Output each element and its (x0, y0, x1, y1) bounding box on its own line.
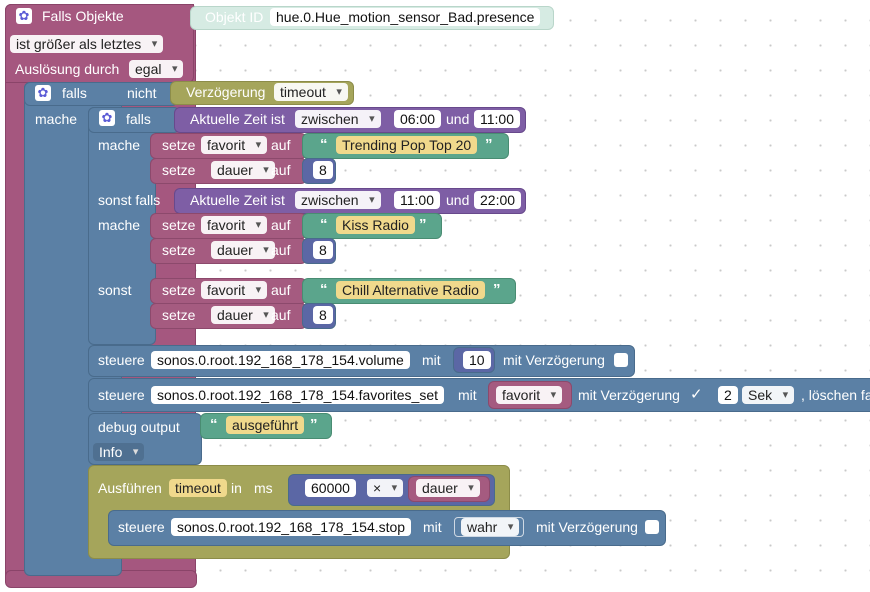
quote-open-icon: “ (320, 216, 328, 233)
inner-if-block[interactable] (88, 107, 156, 345)
verzoegerung-dropdown[interactable]: timeout (274, 83, 348, 101)
delay-checkbox[interactable] (645, 520, 659, 534)
var-dropdown[interactable]: favorit (201, 136, 268, 154)
time-label-2: Aktuelle Zeit ist (190, 192, 285, 208)
quote-open-icon: “ (320, 136, 328, 153)
text-value[interactable]: Kiss Radio (336, 216, 415, 234)
condition-dropdown[interactable]: ist größer als letztes (10, 35, 164, 53)
math-number[interactable]: 60000 (305, 479, 356, 497)
ms-label: ms (254, 480, 273, 496)
sonst-label: sonst (98, 282, 132, 298)
check-icon[interactable]: ✓ (690, 386, 703, 403)
quote-close-icon: ” (485, 136, 493, 153)
mache-label-1: mache (98, 137, 141, 153)
debug-level-dropdown[interactable]: Info (93, 443, 145, 461)
var-dropdown[interactable]: dauer (211, 161, 275, 179)
number-value[interactable]: 8 (313, 306, 333, 324)
setze-label: setze (162, 217, 196, 233)
mit-label: mit (458, 387, 477, 403)
timeout-var[interactable]: timeout (169, 479, 227, 497)
object-id-field[interactable]: hue.0.Hue_motion_sensor_Bad.presence (270, 8, 541, 26)
text-value[interactable]: Trending Pop Top 20 (336, 136, 478, 154)
delay-checkbox[interactable] (614, 353, 628, 367)
volume-value[interactable]: 10 (463, 351, 491, 369)
gear-icon[interactable]: ✿ (99, 110, 115, 126)
time-label-1: Aktuelle Zeit ist (190, 111, 285, 127)
steuere-label: steuere (98, 352, 145, 368)
delay-amount[interactable]: 2 (718, 386, 738, 404)
number-value[interactable]: 8 (313, 241, 333, 259)
setze-label: setze (162, 162, 196, 178)
debug-label: debug output (98, 419, 180, 435)
time-to-2[interactable]: 22:00 (474, 191, 522, 209)
delay-label: mit Verzögerung (536, 519, 638, 535)
setze-label: setze (162, 307, 196, 323)
time-from-2[interactable]: 11:00 (394, 191, 440, 209)
quote-open-icon: “ (320, 281, 328, 298)
delay-label: mit Verzögerung (578, 387, 680, 403)
quote-open-icon: “ (210, 416, 218, 433)
number-value[interactable]: 8 (313, 161, 333, 179)
setze-label: setze (162, 242, 196, 258)
var-dropdown[interactable]: dauer (416, 479, 480, 497)
quote-close-icon: ” (310, 416, 318, 433)
delay-label: mit Verzögerung (503, 352, 605, 368)
bool-dropdown[interactable]: wahr (461, 518, 520, 536)
object-id-label: Objekt ID (205, 9, 264, 25)
auf-label: auf (271, 242, 291, 258)
var-dropdown[interactable]: favorit (496, 386, 563, 404)
auf-label: auf (271, 162, 291, 178)
auf-label: auf (271, 307, 291, 323)
falls-label: falls (62, 85, 87, 101)
var-dropdown[interactable]: dauer (211, 241, 275, 259)
nicht-label: nicht (127, 85, 157, 101)
var-dropdown[interactable]: dauer (211, 306, 275, 324)
steuere-label: steuere (118, 519, 165, 535)
auf-label: auf (271, 217, 291, 233)
ausloesung-label: Auslösung durch (15, 61, 120, 77)
var-dropdown[interactable]: favorit (201, 281, 268, 299)
time-op-dropdown-1[interactable]: zwischen (295, 110, 381, 128)
ausloesung-dropdown[interactable]: egal (129, 60, 184, 78)
mit-label: mit (422, 352, 441, 368)
gear-icon[interactable]: ✿ (16, 8, 32, 24)
text-value[interactable]: Chill Alternative Radio (336, 281, 485, 299)
clear-label: , löschen fa (801, 387, 870, 403)
mit-label: mit (423, 519, 442, 535)
setze-label: setze (162, 137, 196, 153)
mache-label: mache (35, 111, 78, 127)
und-label-2: und (446, 192, 470, 208)
auf-label: auf (271, 137, 291, 153)
mache-label-2: mache (98, 217, 141, 233)
math-op-dropdown[interactable]: × (367, 479, 404, 497)
time-from-1[interactable]: 06:00 (394, 110, 442, 128)
gear-icon[interactable]: ✿ (35, 85, 51, 101)
trigger-label: Falls Objekte (42, 8, 124, 24)
quote-close-icon: ” (419, 216, 427, 233)
delay-unit-dropdown[interactable]: Sek (742, 386, 795, 404)
time-to-1[interactable]: 11:00 (474, 110, 520, 128)
sonst-falls-label: sonst falls (98, 192, 161, 208)
ausfuehren-label: Ausführen (98, 480, 162, 496)
control-target-field[interactable]: sonos.0.root.192_168_178_154.volume (151, 351, 410, 369)
und-label-1: und (446, 111, 470, 127)
control-target-field[interactable]: sonos.0.root.192_168_178_154.stop (171, 518, 412, 536)
control-target-field[interactable]: sonos.0.root.192_168_178_154.favorites_s… (151, 386, 444, 404)
verzoegerung-label: Verzögerung (186, 84, 266, 100)
steuere-label: steuere (98, 387, 145, 403)
auf-label: auf (271, 282, 291, 298)
debug-text-value[interactable]: ausgeführt (226, 416, 305, 434)
time-op-dropdown-2[interactable]: zwischen (295, 191, 381, 209)
in-label: in (231, 480, 242, 496)
quote-close-icon: ” (493, 281, 501, 298)
var-dropdown[interactable]: favorit (201, 216, 268, 234)
setze-label: setze (162, 282, 196, 298)
inner-falls-label: falls (126, 111, 151, 127)
